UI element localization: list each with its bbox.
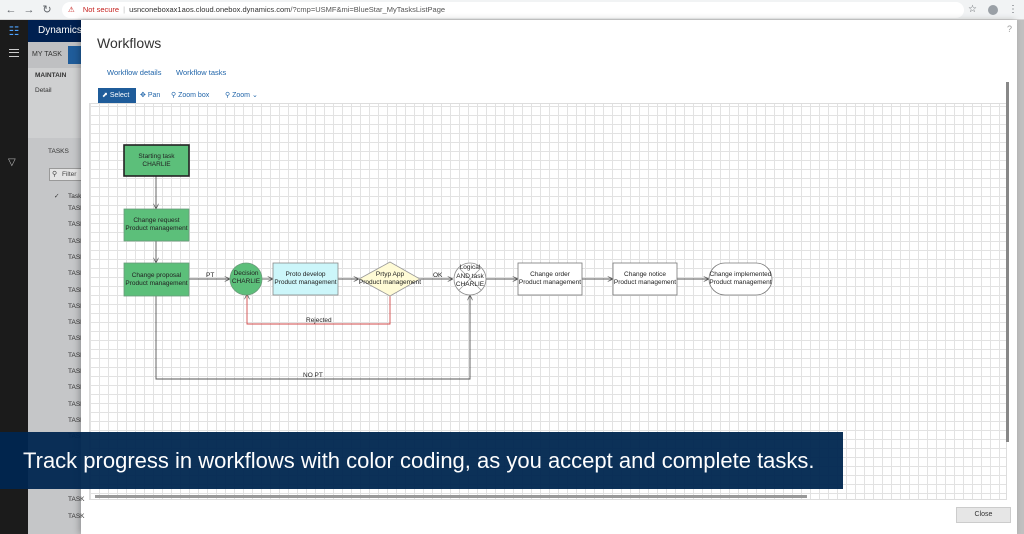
svg-text:Proto develop: Proto develop: [285, 271, 325, 278]
pointer-icon: ⬈: [102, 92, 108, 99]
select-button[interactable]: ⬈ Select: [98, 88, 136, 103]
svg-text:Prtyp App: Prtyp App: [376, 271, 405, 278]
node-change-request[interactable]: Change request Product management: [123, 208, 190, 242]
tasks-header: TASKS: [48, 148, 69, 155]
svg-text:Decision: Decision: [234, 270, 259, 277]
pan-button[interactable]: ✥ Pan: [140, 92, 161, 99]
task-row[interactable]: TASK: [68, 351, 85, 359]
svg-text:CHARLIE: CHARLIE: [142, 161, 171, 168]
zoom-box-button[interactable]: ⚲ Zoom box: [171, 92, 210, 99]
task-row[interactable]: TASK: [68, 416, 85, 424]
canvas-vertical-scrollbar[interactable]: [1006, 82, 1009, 442]
tab-workflow-tasks[interactable]: Workflow tasks: [176, 68, 227, 77]
reload-icon[interactable]: ↻: [42, 4, 52, 16]
svg-text:Logical: Logical: [460, 264, 481, 271]
close-button[interactable]: Close: [956, 507, 1011, 523]
task-row[interactable]: TASK: [68, 496, 85, 503]
workflow-diagram: PT OK Rejected NO PT Starting task CHARL…: [123, 144, 773, 380]
maintain-label: MAINTAIN: [35, 72, 67, 79]
svg-text:Product management: Product management: [519, 279, 581, 286]
svg-text:CHARLIE: CHARLIE: [232, 278, 261, 285]
tab-workflow-details[interactable]: Workflow details: [107, 68, 162, 77]
edge-label-rejected: Rejected: [306, 317, 332, 324]
node-change-implemented[interactable]: Change implemented Product management: [708, 262, 773, 296]
svg-text:Starting task: Starting task: [138, 153, 175, 160]
svg-text:Product management: Product management: [359, 279, 421, 286]
filter-input[interactable]: ⚲Filter: [49, 168, 87, 181]
tab-my-task[interactable]: MY TASK: [32, 51, 62, 58]
task-row[interactable]: TASK: [68, 513, 85, 520]
svg-text:Product management: Product management: [125, 225, 187, 232]
svg-text:Change request: Change request: [133, 217, 179, 224]
magnifier-icon: ⚲: [171, 92, 177, 99]
hamburger-icon[interactable]: [9, 49, 19, 57]
search-icon: ⚲: [52, 171, 58, 178]
address-bar[interactable]: ⚠ Not secure|usnconeboxax1aos.cloud.oneb…: [62, 2, 964, 18]
task-row[interactable]: TASK: [68, 319, 85, 327]
help-icon[interactable]: ?: [1007, 24, 1013, 34]
svg-text:Product management: Product management: [274, 279, 336, 286]
node-change-order[interactable]: Change order Product management: [517, 262, 583, 296]
app-launcher-icon[interactable]: ☷: [0, 20, 28, 42]
node-change-notice[interactable]: Change notice Product management: [612, 262, 678, 296]
svg-text:Change proposal: Change proposal: [132, 272, 182, 279]
svg-text:CHARLIE: CHARLIE: [456, 281, 485, 288]
svg-text:AND task: AND task: [456, 273, 484, 280]
forward-arrow-icon[interactable]: →: [23, 4, 35, 16]
star-icon[interactable]: ☆: [968, 4, 977, 15]
task-row[interactable]: TASK: [68, 237, 85, 245]
node-prtyp-app[interactable]: Prtyp App Product management: [358, 261, 421, 297]
more-menu-icon[interactable]: ⋮: [1008, 4, 1018, 15]
zoom-dropdown[interactable]: ⚲ Zoom ⌄: [225, 92, 258, 99]
task-row[interactable]: TASK: [68, 205, 85, 212]
move-icon: ✥: [140, 92, 146, 99]
svg-text:Change notice: Change notice: [624, 271, 666, 278]
edge-label-no-pt: NO PT: [303, 372, 323, 379]
svg-text:Product management: Product management: [125, 280, 187, 287]
edge-label-pt: PT: [206, 272, 214, 279]
task-row[interactable]: TASK: [68, 253, 85, 261]
svg-text:Product management: Product management: [709, 279, 771, 286]
svg-text:Change order: Change order: [530, 271, 571, 278]
checkmark-icon[interactable]: ✓: [54, 193, 60, 200]
magnifier-icon: ⚲: [225, 92, 231, 99]
page-scrollbar[interactable]: [1017, 20, 1024, 534]
filter-icon[interactable]: ▽: [8, 157, 16, 168]
task-row[interactable]: TASK: [68, 384, 85, 392]
svg-text:Change implemented: Change implemented: [710, 271, 772, 278]
node-change-proposal[interactable]: Change proposal Product management: [123, 262, 190, 297]
task-row[interactable]: TASK: [68, 286, 85, 294]
edge-rejected: [247, 295, 391, 325]
dialog-title: Workflows: [97, 35, 162, 51]
url-host: usnconeboxax1aos.cloud.onebox.dynamics.c…: [129, 5, 291, 14]
canvas-horizontal-scrollbar[interactable]: [95, 495, 807, 498]
profile-avatar[interactable]: [988, 5, 998, 15]
task-row[interactable]: TASK: [68, 368, 85, 375]
detail-label: Detail: [35, 87, 52, 94]
node-starting-task[interactable]: Starting task CHARLIE: [123, 144, 190, 177]
node-logical-and[interactable]: Logical AND task CHARLIE: [453, 262, 487, 296]
task-row[interactable]: TASK: [68, 302, 85, 310]
task-row[interactable]: TASK: [68, 400, 85, 408]
url-path: /?cmp=USMF&mi=BlueStar_MyTasksListPage: [290, 5, 446, 14]
task-row[interactable]: TASK: [68, 221, 85, 229]
app-title: Dynamics: [28, 20, 88, 42]
task-column-header: Task: [68, 193, 82, 200]
security-label: Not secure: [82, 5, 120, 14]
back-arrow-icon[interactable]: ←: [5, 4, 17, 16]
browser-toolbar: ← → ↻ ⚠ Not secure|usnconeboxax1aos.clou…: [0, 0, 1024, 20]
edge-label-ok: OK: [433, 272, 443, 279]
node-proto-develop[interactable]: Proto develop Product management: [272, 262, 339, 296]
warning-icon: ⚠: [68, 5, 75, 14]
task-row[interactable]: TASK: [68, 335, 85, 343]
task-row[interactable]: TASK: [68, 270, 85, 278]
node-decision[interactable]: Decision CHARLIE: [229, 262, 263, 296]
edge-no-pt: [155, 296, 470, 380]
chevron-down-icon: ⌄: [251, 92, 258, 99]
video-caption: Track progress in workflows with color c…: [0, 432, 843, 489]
svg-text:Product management: Product management: [614, 279, 676, 286]
